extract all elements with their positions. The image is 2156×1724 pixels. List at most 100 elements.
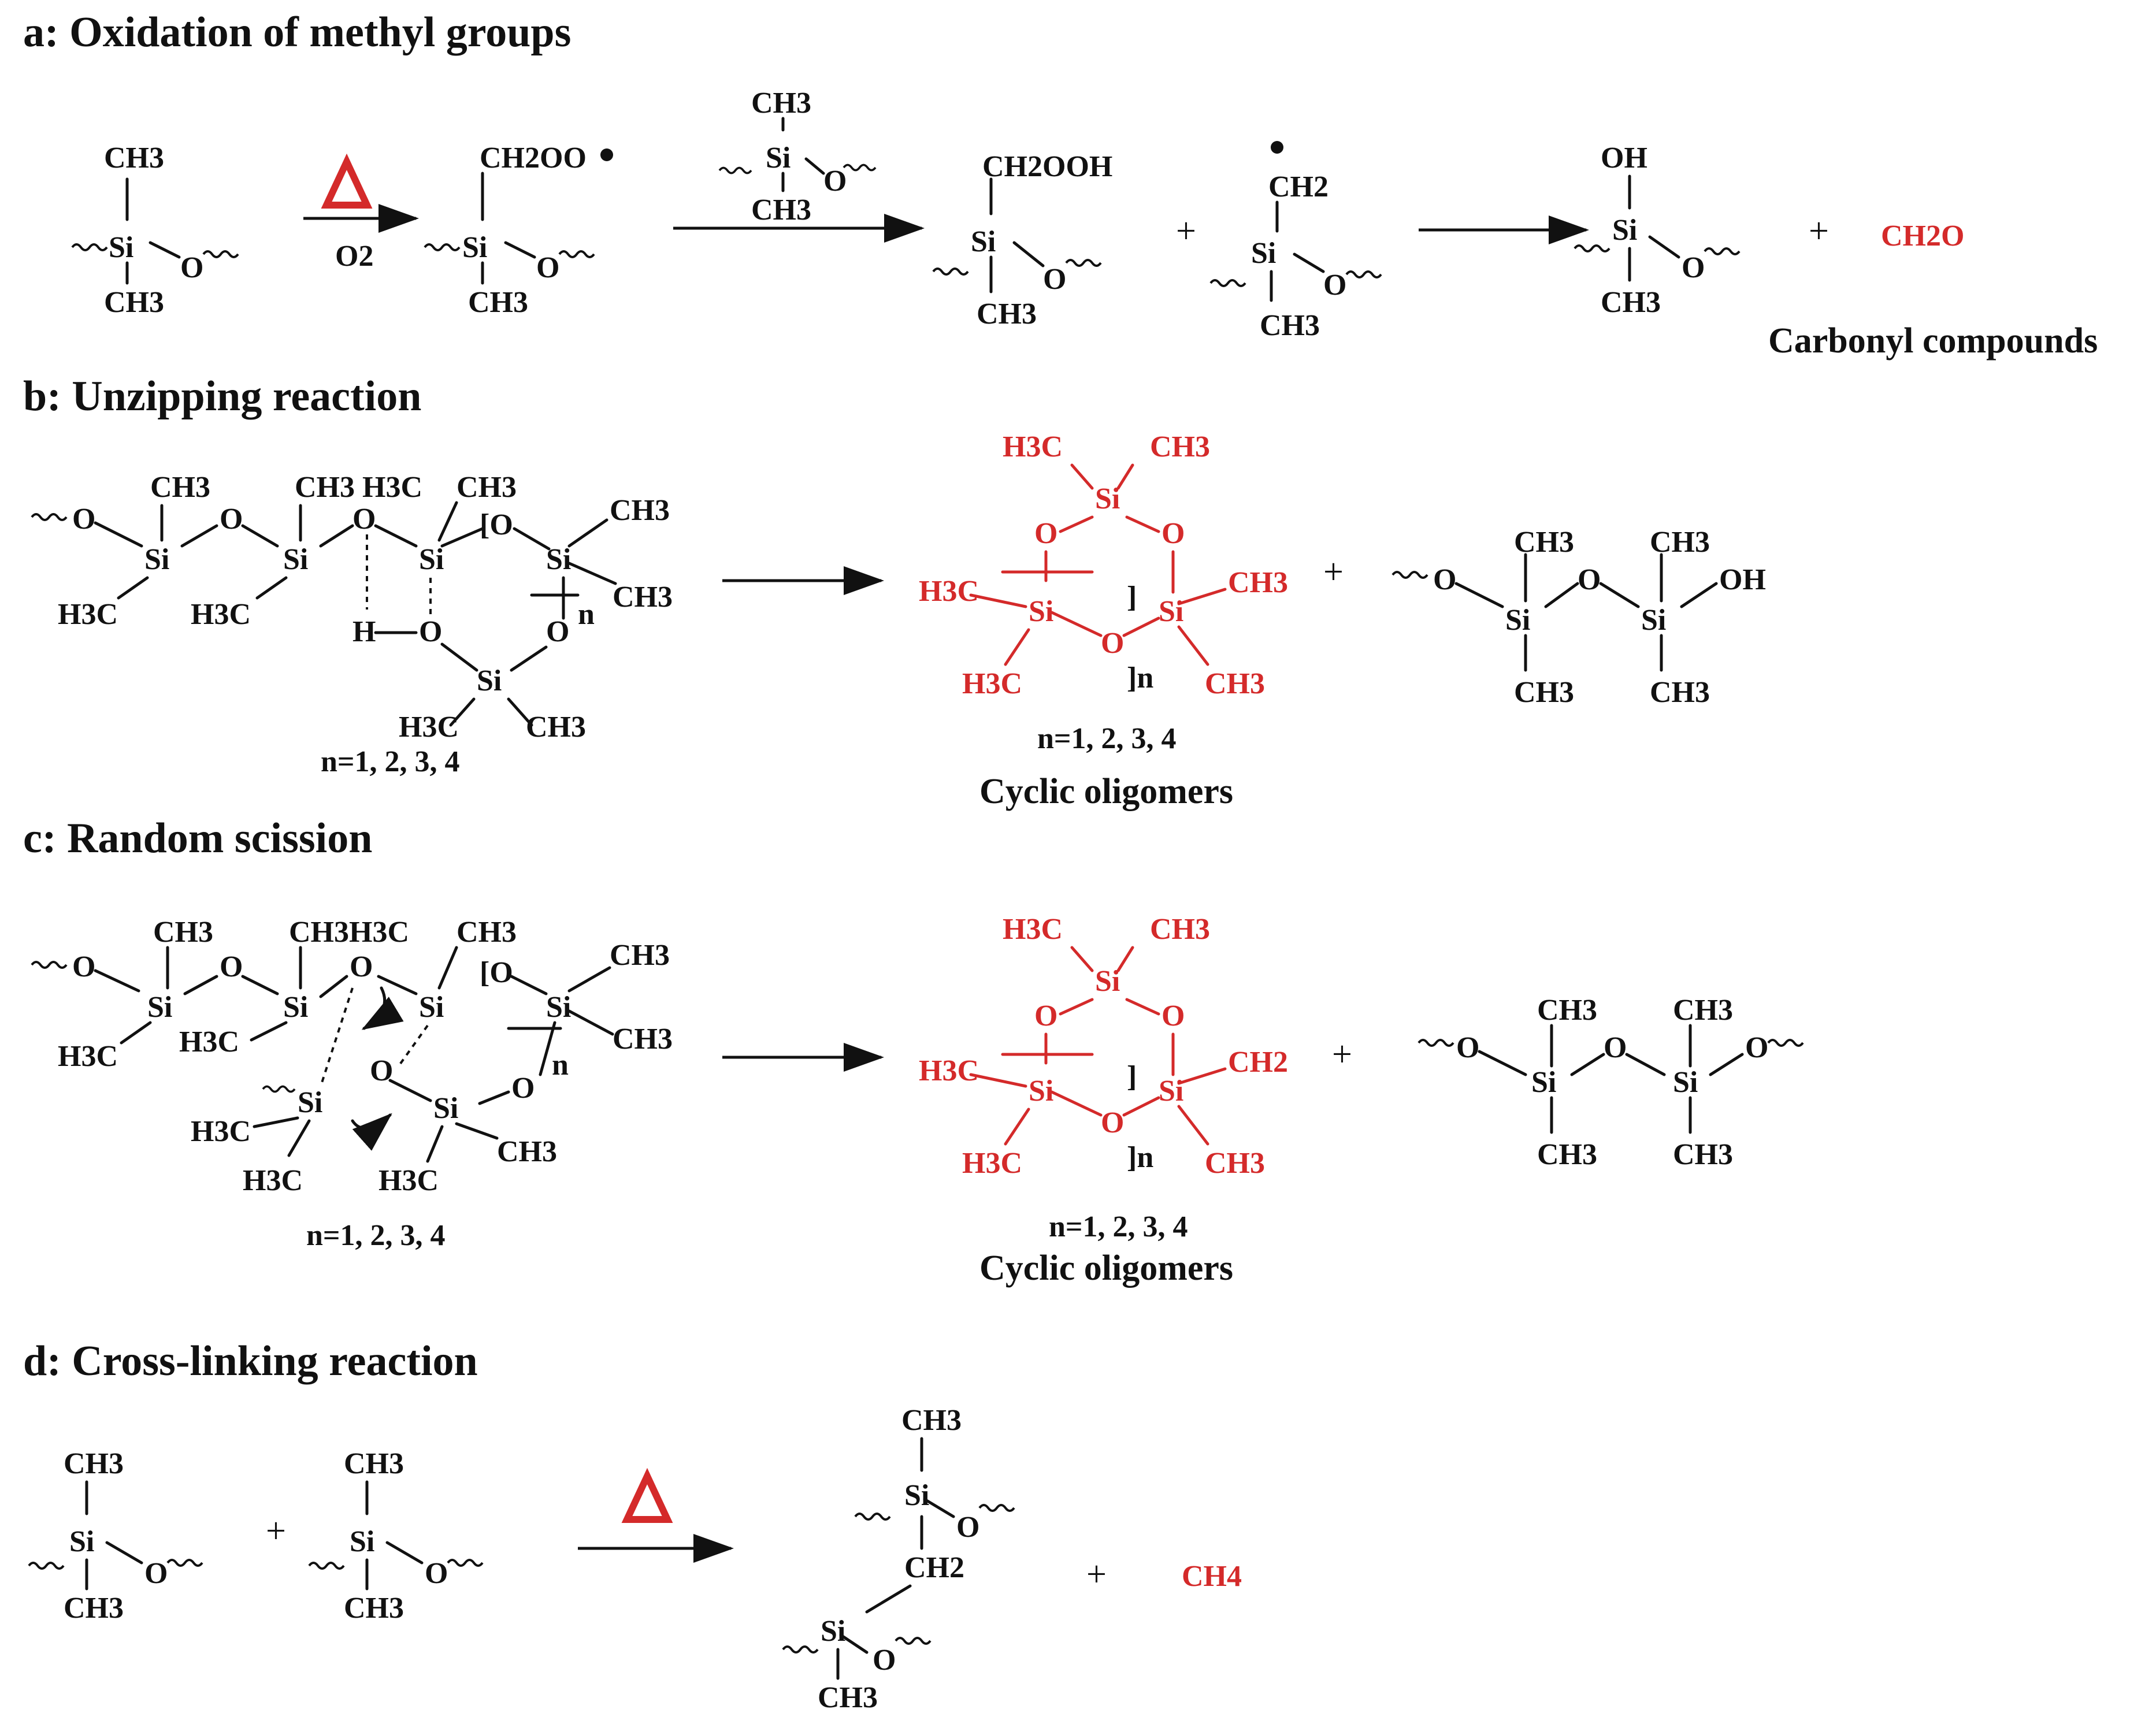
svg-text:CH3: CH3	[1650, 676, 1710, 709]
section-a-title: a: Oxidation of methyl groups	[23, 9, 571, 56]
svg-text:OH: OH	[1601, 142, 1647, 174]
svg-text:CH3: CH3	[64, 1592, 124, 1625]
svg-text:CH3: CH3	[1537, 1138, 1597, 1171]
section-b-cyclic-oligomer: H3C CH3 Si O O H3C Si O Si CH3 CH3 H3C ]…	[919, 430, 1288, 700]
svg-text:O: O	[1604, 1031, 1627, 1064]
svg-text:CH3: CH3	[613, 1023, 673, 1056]
svg-text:O: O	[511, 1072, 535, 1105]
svg-text:]n: ]n	[1127, 662, 1153, 694]
svg-text:Si: Si	[1029, 1075, 1053, 1108]
svg-text:H3C: H3C	[58, 1040, 118, 1073]
svg-text:CH3: CH3	[751, 194, 811, 226]
svg-text:Si: Si	[546, 543, 571, 576]
svg-text:CH3: CH3	[1537, 994, 1597, 1027]
svg-text:CH3: CH3	[977, 298, 1037, 330]
section-d-reactant-2: CH3 Si CH3 O	[308, 1447, 484, 1625]
svg-text:O: O	[144, 1557, 168, 1590]
svg-text:OH: OH	[1719, 563, 1766, 596]
section-a-product-note: Carbonyl compounds	[1768, 321, 2098, 361]
svg-text:O: O	[350, 950, 373, 983]
section-c-n-values-product: n=1, 2, 3, 4	[1049, 1210, 1188, 1243]
svg-text:Si: Si	[1641, 604, 1666, 637]
svg-text:H3C: H3C	[919, 1054, 979, 1087]
svg-text:O: O	[823, 165, 847, 198]
svg-text:CH3: CH3	[497, 1135, 557, 1168]
svg-text:[O: [O	[480, 508, 513, 541]
svg-text:Si: Si	[298, 1086, 322, 1119]
svg-text:CH3: CH3	[457, 916, 517, 949]
svg-text:Si: Si	[433, 1092, 458, 1125]
svg-text:O: O	[1162, 517, 1185, 550]
section-a-peroxy-radical: Si CH2OO CH3 O	[424, 142, 613, 319]
svg-text:Si: Si	[283, 991, 308, 1024]
svg-text:O: O	[72, 950, 95, 983]
svg-text:Si: Si	[821, 1615, 845, 1648]
svg-text:CH3: CH3	[1673, 994, 1733, 1027]
svg-text:O: O	[425, 1557, 448, 1590]
section-b-silanol-chain: O Si CH3 CH3 O Si CH3 CH3 OH	[1391, 526, 1766, 709]
svg-text:CH3: CH3	[610, 939, 670, 972]
svg-text:O: O	[873, 1644, 896, 1677]
section-c-product-label: Cyclic oligomers	[979, 1249, 1233, 1288]
svg-text:H3C: H3C	[962, 667, 1022, 700]
section-a-arrow-1: O2	[303, 153, 419, 273]
section-a-methylene-radical: CH2 Si CH3 O	[1209, 141, 1382, 342]
svg-text:CH3: CH3	[1514, 526, 1574, 559]
heat-triangle-icon	[621, 1467, 673, 1523]
section-b-n-values: n=1, 2, 3, 4	[321, 745, 460, 778]
svg-text:O: O	[1578, 563, 1601, 596]
svg-text:CH2OOH: CH2OOH	[982, 150, 1112, 183]
svg-text:O: O	[536, 251, 559, 284]
section-a-condition: O2	[335, 240, 373, 273]
svg-text:O: O	[1433, 563, 1456, 596]
svg-text:CH3: CH3	[818, 1681, 878, 1714]
section-c-n-values: n=1, 2, 3, 4	[306, 1219, 446, 1252]
section-a-silanol-product: OH Si CH3 O	[1574, 142, 1741, 319]
svg-text:CH3: CH3	[344, 1592, 404, 1625]
section-d-byproduct: CH4	[1182, 1560, 1242, 1593]
svg-text:CH2: CH2	[904, 1551, 964, 1584]
svg-text:H3C: H3C	[378, 1164, 439, 1197]
section-d-arrow	[578, 1467, 734, 1563]
svg-text:O: O	[1682, 251, 1705, 284]
svg-text:H3C: H3C	[962, 1147, 1022, 1180]
svg-text:CH3: CH3	[468, 286, 528, 319]
svg-text:H3C: H3C	[1003, 430, 1063, 463]
section-c-plus: +	[1332, 1035, 1352, 1074]
svg-text:n: n	[552, 1049, 569, 1082]
section-d-plus-2: +	[1086, 1555, 1107, 1594]
svg-text:CH3: CH3	[610, 494, 670, 527]
svg-text:Si: Si	[419, 991, 444, 1024]
svg-text:Si: Si	[350, 1525, 374, 1558]
svg-text:O: O	[352, 503, 376, 536]
svg-text:H3C: H3C	[919, 575, 979, 608]
svg-text:O: O	[220, 950, 243, 983]
section-b-plus: +	[1323, 552, 1344, 592]
section-d-crosslinked-product: CH3 Si O CH2 Si O CH3	[782, 1404, 1015, 1714]
svg-text:CH3: CH3	[1260, 309, 1320, 342]
svg-text:CH3: CH3	[1205, 1147, 1265, 1180]
svg-text:Si: Si	[109, 231, 133, 264]
svg-text:]n: ]n	[1127, 1141, 1153, 1174]
svg-text:CH3: CH3	[1601, 286, 1661, 319]
svg-text:O: O	[956, 1511, 979, 1544]
svg-text:CH3: CH3	[1150, 430, 1210, 463]
svg-text:H3C: H3C	[58, 598, 118, 631]
svg-text:Si: Si	[419, 543, 444, 576]
svg-text:O: O	[1456, 1031, 1479, 1064]
svg-text:Si: Si	[1251, 237, 1276, 270]
section-b-reactant: O Si CH3 H3C O Si CH3 H3C H3C O Si CH3 H…	[31, 471, 673, 744]
svg-text:H3C: H3C	[191, 1115, 251, 1148]
svg-text:H3C: H3C	[191, 598, 251, 631]
heat-triangle-icon	[321, 153, 373, 209]
svg-text:Si: Si	[477, 664, 502, 697]
svg-text:CH3: CH3	[1650, 526, 1710, 559]
svg-text:Si: Si	[1095, 965, 1120, 998]
svg-text:O: O	[1034, 1000, 1057, 1032]
svg-text:CH2OO: CH2OO	[480, 142, 587, 174]
svg-text:Si: Si	[462, 231, 487, 264]
svg-text:Si: Si	[1159, 595, 1183, 628]
svg-text:]: ]	[1127, 581, 1137, 614]
svg-text:Si: Si	[1029, 595, 1053, 628]
